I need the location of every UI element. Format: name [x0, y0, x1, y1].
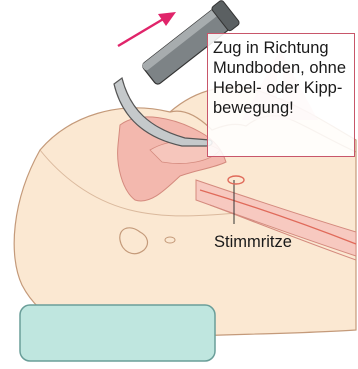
- instruction-text: Zug in Richtung Mundboden, ohne Hebel- o…: [213, 38, 353, 118]
- instruction-line-4: bewegung!: [213, 98, 353, 118]
- pull-direction-arrowhead: [158, 12, 176, 26]
- instruction-line-3: Hebel- oder Kipp-: [213, 78, 353, 98]
- instruction-line-1: Zug in Richtung: [213, 38, 353, 58]
- instruction-line-2: Mundboden, ohne: [213, 58, 353, 78]
- pull-direction-arrow: [118, 18, 165, 46]
- pillow: [20, 305, 215, 361]
- glottis-label: Stimmritze: [214, 233, 292, 252]
